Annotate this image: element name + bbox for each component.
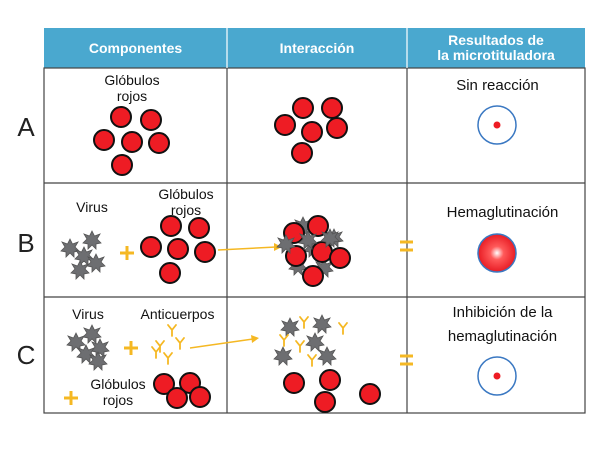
- row-c-equals-sign: [400, 354, 413, 366]
- row-c-result-line2: hemaglutinación: [447, 328, 558, 345]
- table-header: Componentes Interacción Resultados de la…: [44, 28, 585, 68]
- row-b-plus-sign: [120, 246, 134, 260]
- row-c-result-line1: Inhibición de la: [452, 304, 553, 321]
- row-c-well: [477, 356, 517, 396]
- header-interaccion: Interacción: [279, 39, 355, 56]
- header-resultados: Resultados de la microtituladora: [407, 28, 585, 68]
- row-c-arrow: [189, 335, 259, 349]
- row-label-b: B: [17, 228, 35, 258]
- row-b-virus-label: Virus: [76, 199, 108, 215]
- row-b-well: [477, 233, 517, 273]
- row-c-antibodies: [151, 324, 185, 365]
- row-a-interaction-rbc: [274, 97, 348, 164]
- row-b-equals-sign: [400, 240, 413, 252]
- row-c-result: Inhibición de la hemaglutinación: [420, 303, 585, 347]
- row-b-agglutination: [276, 215, 351, 287]
- row-a-rbc-label: Glóbulos rojos: [104, 72, 160, 104]
- row-c-antibodies-label: Anticuerpos: [140, 306, 215, 322]
- row-c-plus-sign-top: [124, 341, 138, 355]
- row-label-c: C: [16, 340, 36, 370]
- row-c-interaction: [273, 314, 381, 413]
- row-a-well: [477, 105, 517, 145]
- row-c-plus-sign-bottom: [64, 391, 78, 405]
- row-b-result: Hemaglutinación: [446, 204, 559, 221]
- row-b-virus-cluster: [60, 230, 106, 280]
- header-resultados-line2: la microtituladora: [437, 47, 555, 63]
- row-c-virus-label: Virus: [72, 306, 104, 322]
- row-a-rbc-cluster: [93, 106, 170, 176]
- row-b-rbc-label: Glóbulos rojos: [158, 186, 214, 218]
- row-b-arrow: [217, 243, 282, 251]
- row-c-rbc-cluster: [153, 372, 211, 409]
- row-a-result: Sin reacción: [456, 77, 539, 94]
- header-componentes: Componentes: [88, 39, 183, 56]
- row-c-rbc-label: Glóbulos rojos: [90, 376, 146, 408]
- header-resultados-line1: Resultados de: [448, 32, 544, 48]
- row-b-rbc-cluster: [140, 215, 216, 284]
- row-c-virus-cluster: [66, 324, 110, 371]
- row-label-a: A: [17, 112, 35, 142]
